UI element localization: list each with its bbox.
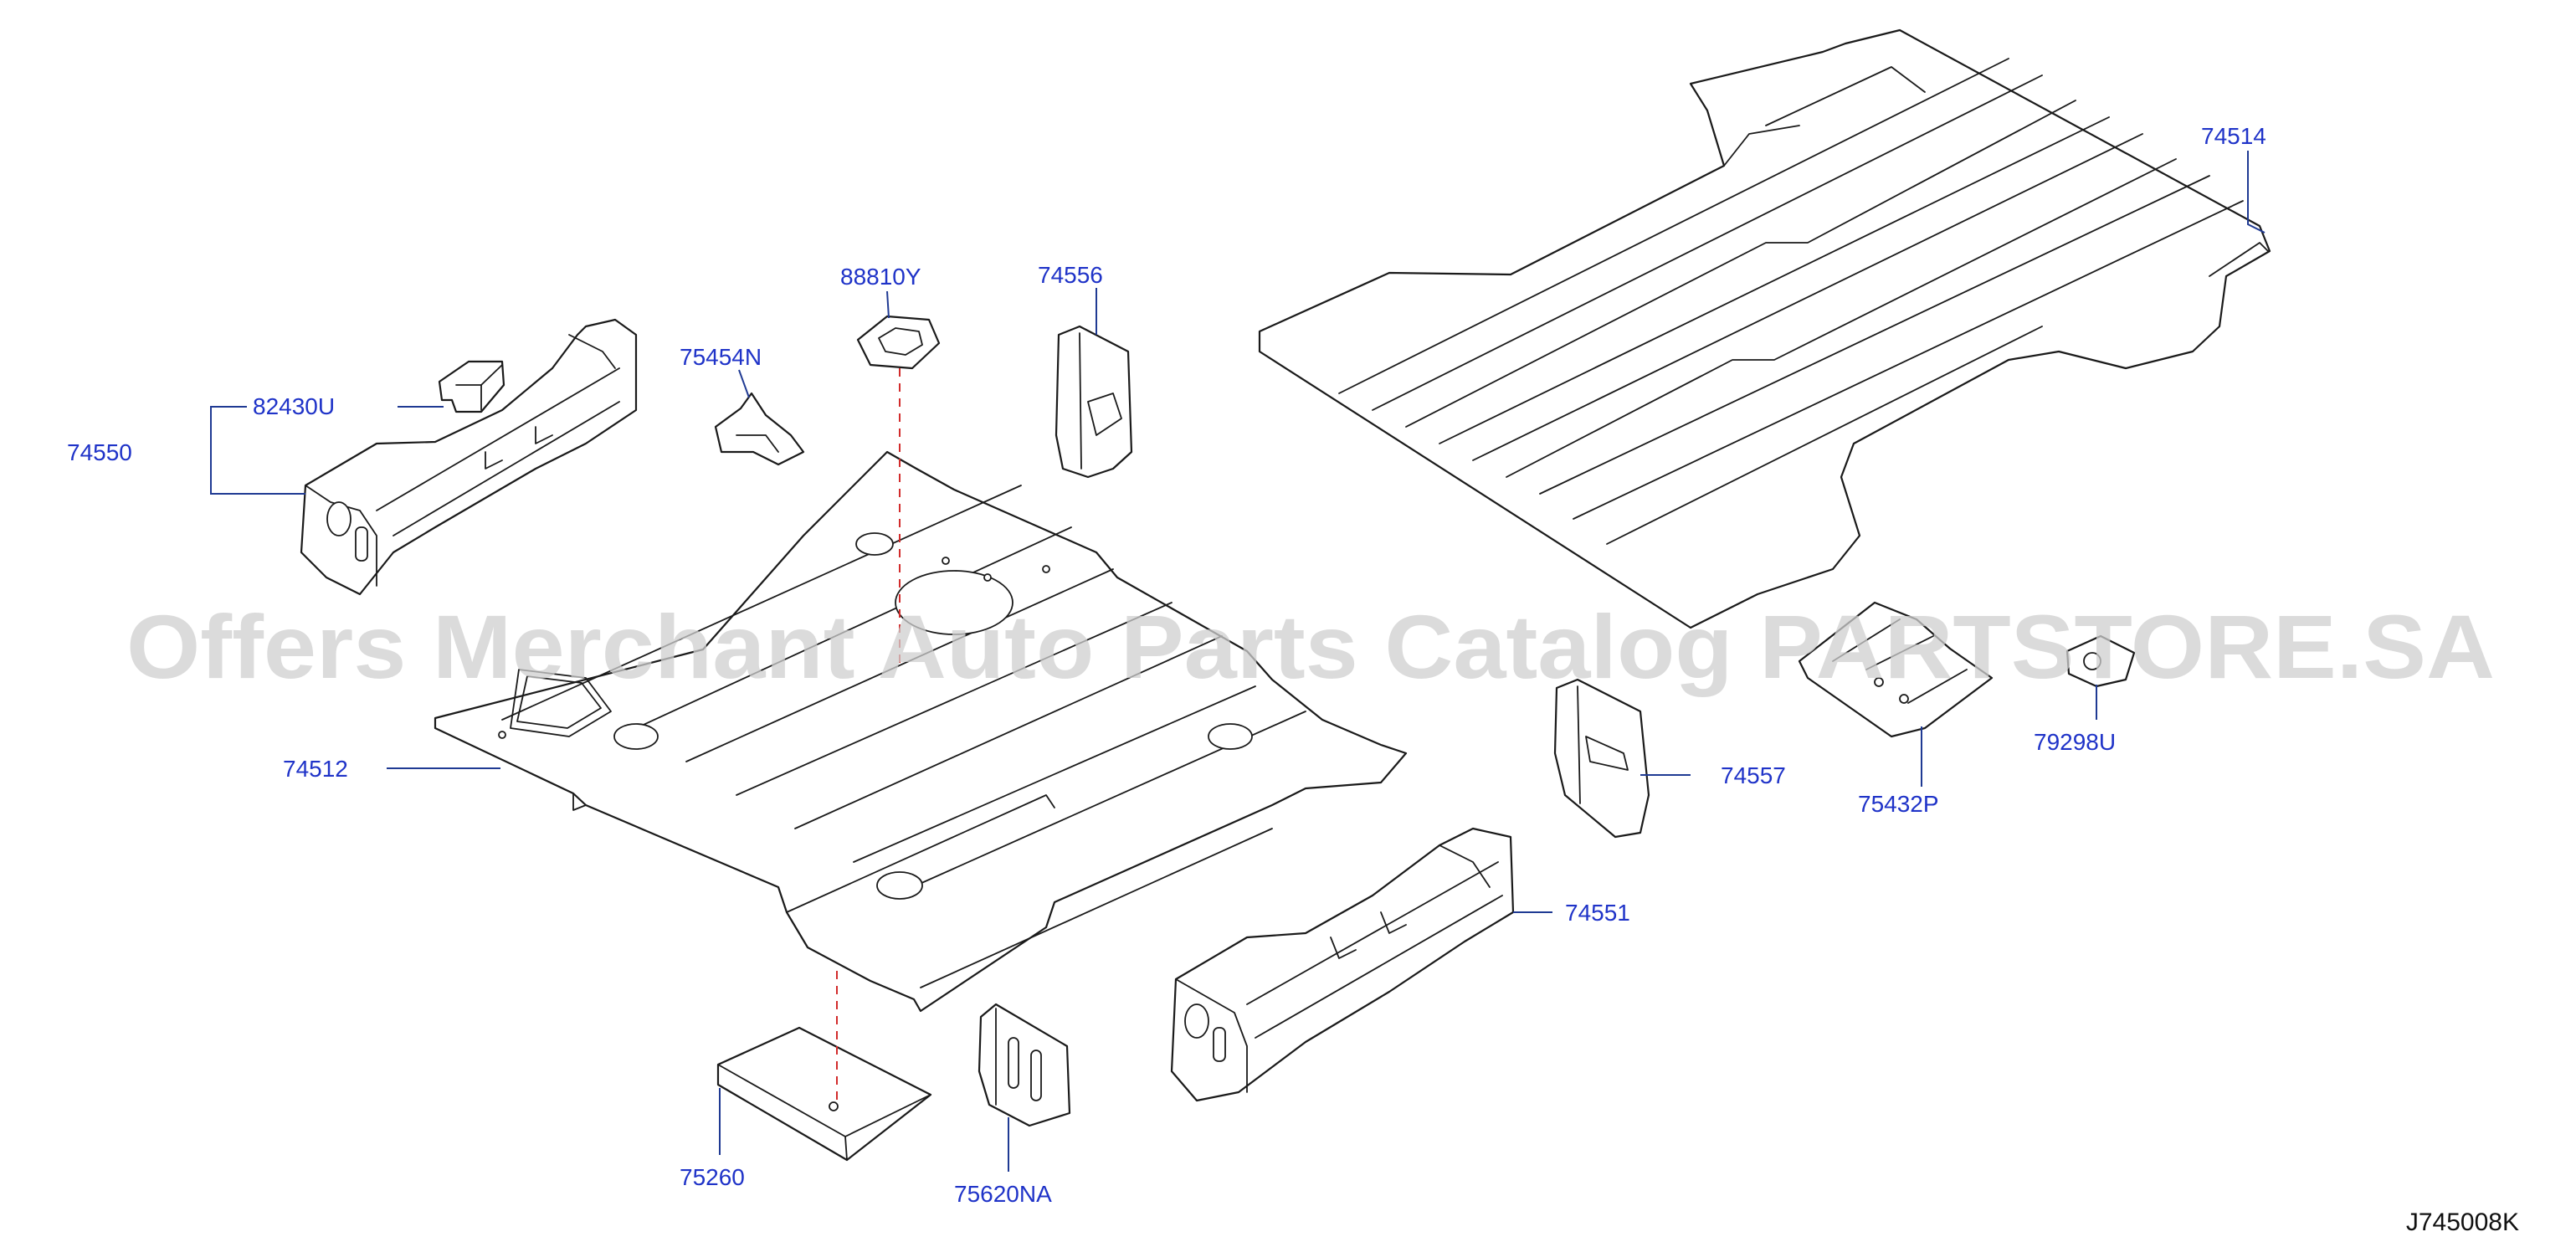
part-label-74556[interactable]: 74556 xyxy=(1038,262,1103,288)
grommet-88810Y[interactable] xyxy=(856,315,941,370)
part-label-82430U[interactable]: 82430U xyxy=(253,393,335,419)
plate-75260[interactable] xyxy=(716,1026,932,1162)
part-label-74550[interactable]: 74550 xyxy=(67,439,132,465)
part-label-74557[interactable]: 74557 xyxy=(1721,762,1786,788)
drawing-code: J745008K xyxy=(2406,1209,2519,1236)
bracket-74557[interactable] xyxy=(1553,678,1650,839)
part-label-75454N[interactable]: 75454N xyxy=(680,344,762,370)
part-label-75620NA[interactable]: 75620NA xyxy=(954,1181,1052,1207)
bracket-82430U[interactable] xyxy=(438,360,505,413)
part-label-75260[interactable]: 75260 xyxy=(680,1164,745,1190)
clip-79298U[interactable] xyxy=(2065,634,2136,688)
bracket-75432P[interactable] xyxy=(1798,601,1994,738)
part-label-74551[interactable]: 74551 xyxy=(1565,900,1630,926)
leader-lines xyxy=(210,151,2266,1172)
part-label-74514[interactable]: 74514 xyxy=(2201,123,2266,149)
front-floor-panel-74512[interactable] xyxy=(434,450,1408,1013)
part-label-75432P[interactable]: 75432P xyxy=(1858,791,1939,817)
reinforcement-75620NA[interactable] xyxy=(978,1003,1071,1127)
bracket-75454N[interactable] xyxy=(714,392,805,466)
part-label-79298U[interactable]: 79298U xyxy=(2034,729,2116,755)
part-label-74512[interactable]: 74512 xyxy=(283,756,348,782)
bracket-74556[interactable] xyxy=(1055,325,1133,479)
watermark-text: Offers Merchant Auto Parts Catalog PARTS… xyxy=(126,596,2495,697)
part-label-88810Y[interactable]: 88810Y xyxy=(840,264,921,290)
rear-floor-panel-74514[interactable] xyxy=(1258,28,2271,629)
side-member-74551[interactable] xyxy=(1170,827,1515,1102)
side-member-74550[interactable] xyxy=(300,318,638,596)
